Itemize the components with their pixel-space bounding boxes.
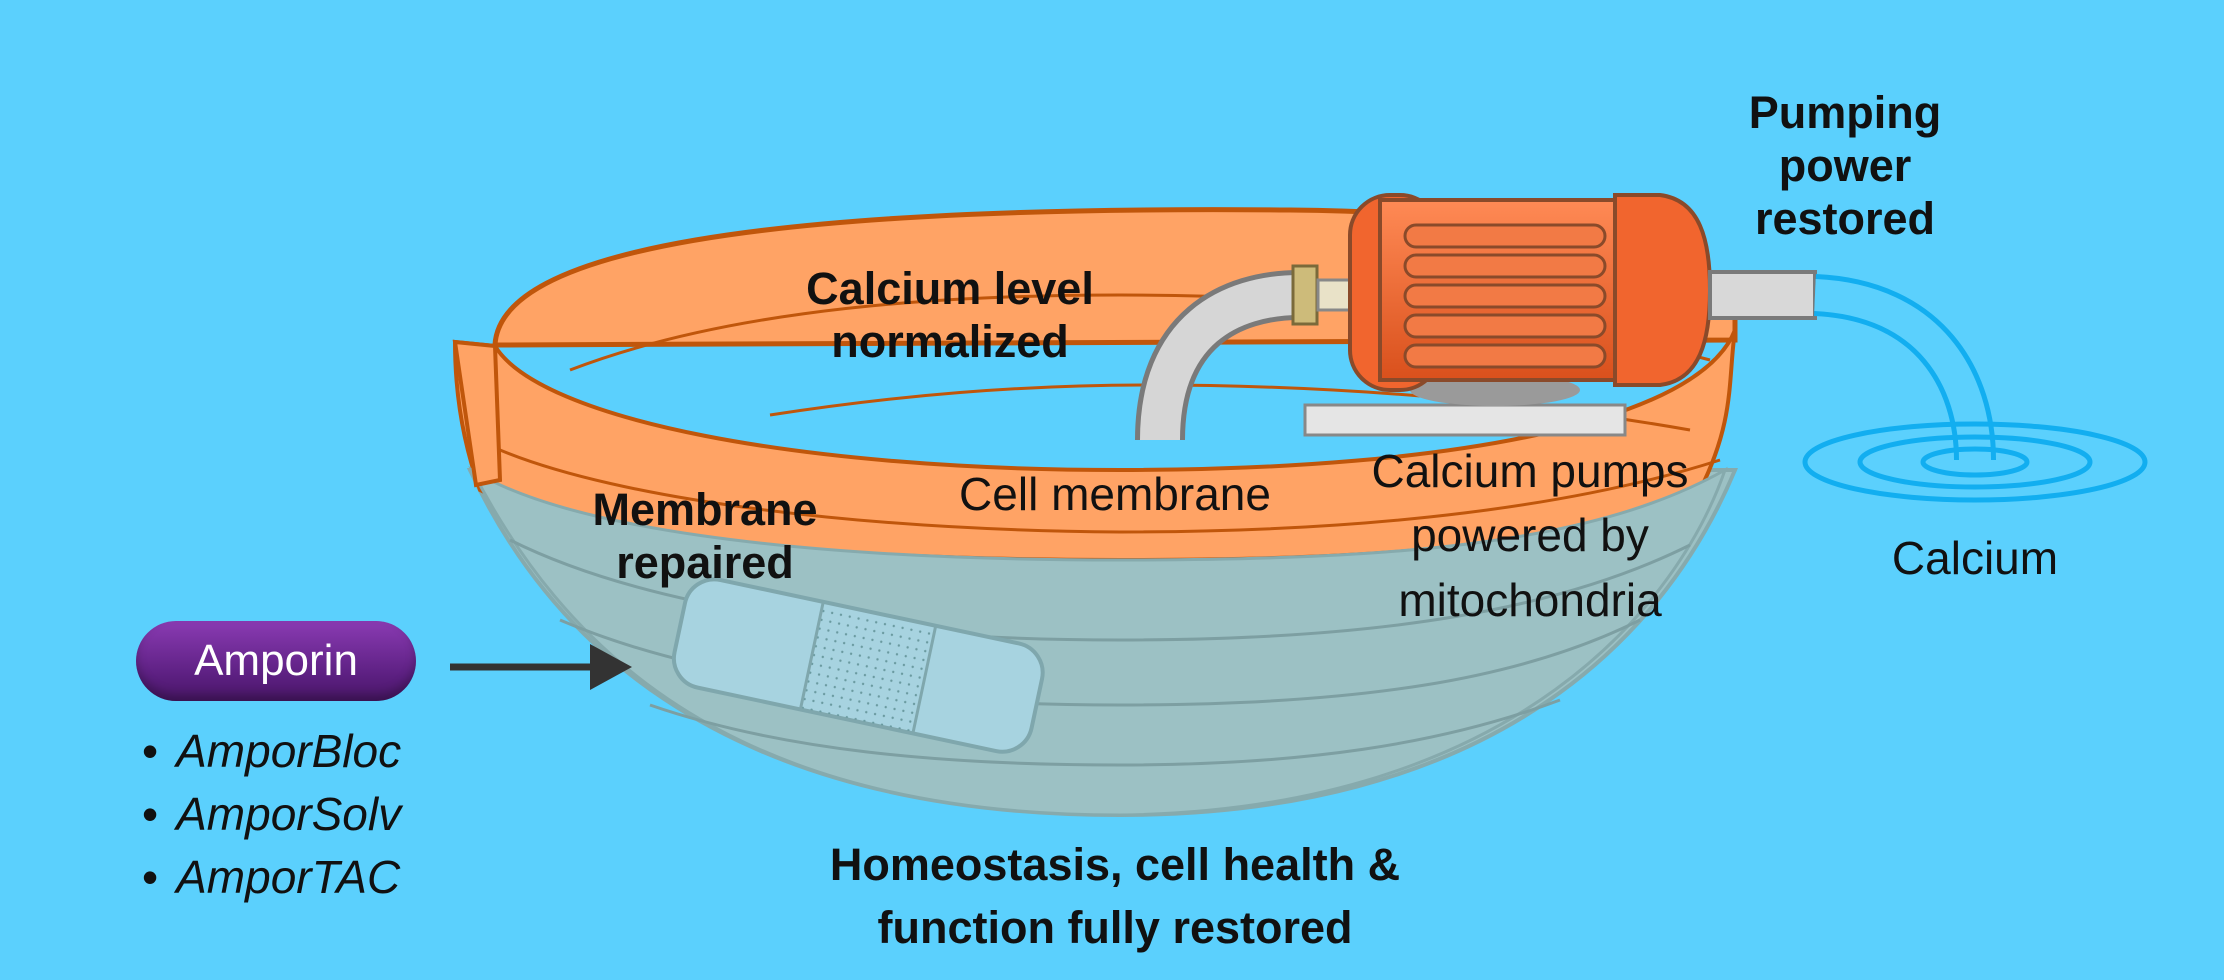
amporin-pill: Amporin (136, 621, 416, 701)
calcium-label: Calcium (1860, 531, 2090, 585)
product-item: AmporSolv (142, 783, 401, 846)
pumping-power-label: Pumping power restored (1690, 86, 2000, 245)
homeostasis-label: Homeostasis, cell health & function full… (790, 833, 1440, 959)
membrane-repaired-label: Membrane repaired (555, 483, 855, 589)
calcium-level-label: Calcium level normalized (770, 262, 1130, 368)
product-item: AmporTAC (142, 846, 401, 909)
amporin-product-list: AmporBloc AmporSolv AmporTAC (142, 720, 401, 909)
motor-fins (1405, 225, 1605, 367)
product-item: AmporBloc (142, 720, 401, 783)
calcium-pumps-label: Calcium pumps powered by mitochondria (1345, 439, 1715, 632)
cell-membrane-label: Cell membrane (930, 467, 1300, 521)
